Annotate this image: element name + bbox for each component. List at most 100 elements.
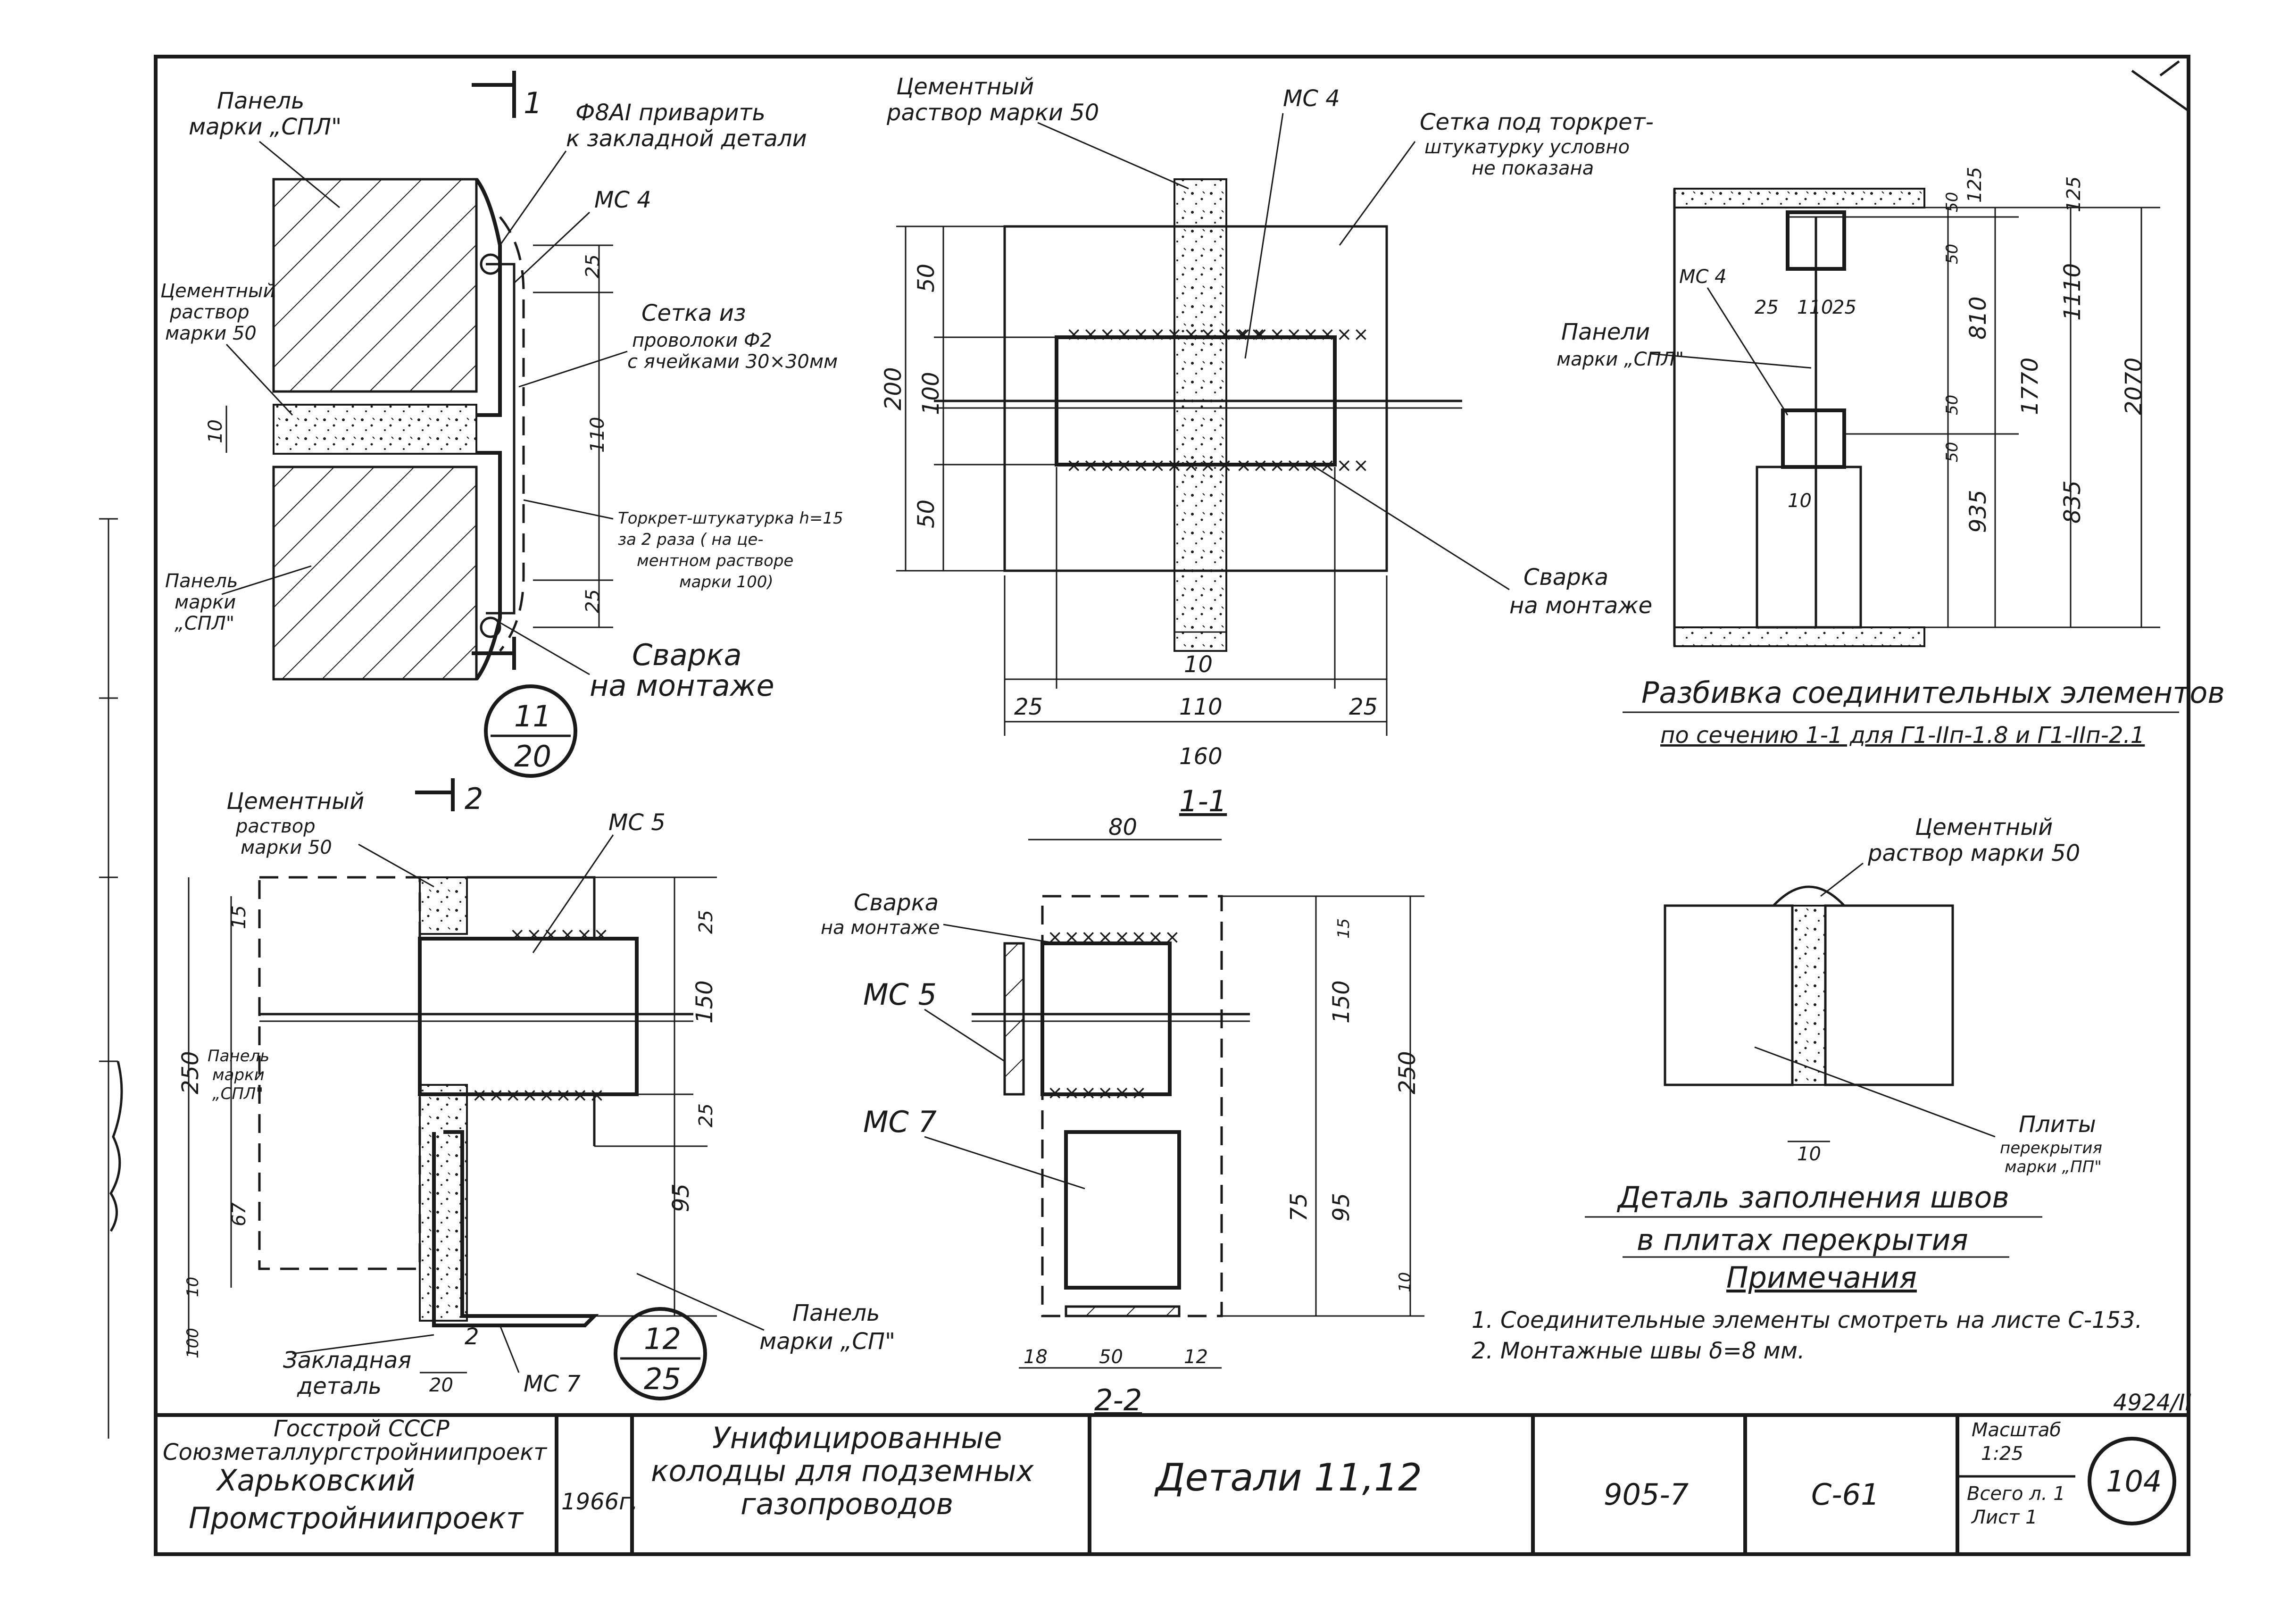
org-2: Союзметаллургстройниипроект bbox=[163, 1439, 548, 1466]
s22-dim-75: 75 bbox=[1286, 1193, 1312, 1222]
d12-dim-20: 20 bbox=[429, 1374, 453, 1396]
label-weld-2: на монтаже bbox=[590, 668, 774, 703]
label-panel-top-2: марки „СПЛ" bbox=[189, 114, 341, 140]
layout-dim-50b: 50 bbox=[1943, 244, 1962, 264]
layout-mc4: МС 4 bbox=[1679, 266, 1727, 288]
badge-11-bottom: 20 bbox=[514, 739, 551, 774]
label-panel-bottom-3: „СПЛ" bbox=[175, 613, 234, 634]
s11-mesh-1: Сетка под торкрет- bbox=[1420, 109, 1654, 135]
badge-11-top: 11 bbox=[514, 699, 551, 733]
d12-dim-67: 67 bbox=[228, 1202, 250, 1226]
d12-dim-250: 250 bbox=[177, 1051, 204, 1094]
label-torkret-2: за 2 раза ( на це- bbox=[618, 530, 764, 549]
layout-mc4-bottom bbox=[1781, 408, 1846, 469]
label-torkret-3: ментном растворе bbox=[637, 551, 793, 570]
label-weld-1: Сварка bbox=[632, 638, 742, 672]
dim-s11-160: 160 bbox=[1179, 743, 1223, 770]
connection-layout: МС 4 Панели марки „СПЛ" 25 110 25 10 50 … bbox=[1557, 167, 2225, 749]
label-mesh-3: с ячейками 30×30мм bbox=[627, 351, 838, 373]
layout-dim-1770: 1770 bbox=[2017, 358, 2043, 415]
joint-cement-1: Цементный bbox=[1915, 814, 2053, 841]
sheet-frame bbox=[154, 55, 2190, 1556]
org-4: Промстройниипроект bbox=[189, 1501, 524, 1535]
section-22-title: 2-2 bbox=[1094, 1383, 1142, 1417]
s11-cement-1: Цементный bbox=[896, 74, 1034, 100]
sheet-code: С-61 bbox=[1811, 1477, 1880, 1512]
d12-panel-left-2: марки bbox=[212, 1066, 265, 1084]
label-mesh-1: Сетка из bbox=[641, 300, 746, 326]
weld-marks-bottom-left: ×××××××××× bbox=[1066, 455, 1233, 476]
margin-marks bbox=[99, 518, 123, 1439]
layout-dim-110: 110 bbox=[1797, 297, 1833, 318]
d12-mc5 bbox=[418, 937, 639, 1096]
notes-title: Примечания bbox=[1726, 1260, 1917, 1295]
joint-caption-1: Деталь заполнения швов bbox=[1616, 1180, 2009, 1215]
dim-s11-25-right: 25 bbox=[1349, 694, 1378, 720]
section-1-1: ×××××××××××× ×××××××× ×××××××××× ×××××××… bbox=[880, 74, 1654, 818]
s22-outline bbox=[1041, 895, 1223, 1317]
joint-slabs-3: марки „ПП" bbox=[2005, 1158, 2102, 1176]
joint-caption-2: в плитах перекрытия bbox=[1637, 1223, 1968, 1257]
layout-mc4-top bbox=[1786, 210, 1846, 271]
d12-dim-95: 95 bbox=[668, 1183, 694, 1212]
weld-marks-top-left: ×××××××××××× bbox=[1066, 324, 1267, 345]
org-3: Харьковский bbox=[216, 1463, 415, 1498]
d12-panel-left-3: „СПЛ" bbox=[212, 1084, 263, 1103]
label-cement-1: Цементный bbox=[160, 280, 275, 302]
layout-dim-10: 10 bbox=[1788, 490, 1812, 512]
project-3: газопроводов bbox=[741, 1487, 953, 1521]
dim-110: 110 bbox=[587, 417, 608, 453]
d12-panel-left-1: Панель bbox=[208, 1047, 269, 1066]
s11-mesh-3: не показана bbox=[1472, 158, 1594, 179]
d12-embed-2: деталь bbox=[297, 1373, 382, 1399]
badge-12-bottom: 25 bbox=[644, 1362, 681, 1396]
layout-dim-50d: 50 bbox=[1943, 442, 1962, 462]
layout-dim-125b: 125 bbox=[2063, 176, 2085, 212]
d12-mc7: МС 7 bbox=[524, 1371, 581, 1397]
d12-section-mark: 2 bbox=[465, 782, 483, 816]
joint-cement-2: раствор марки 50 bbox=[1867, 840, 2080, 866]
joint-cap bbox=[1773, 885, 1845, 907]
d12-cement-2: раствор bbox=[235, 816, 316, 837]
dim-s11-100: 100 bbox=[918, 372, 944, 415]
joint-detail: 10 Цементный раствор марки 50 Плиты пере… bbox=[1585, 814, 2102, 1258]
label-mesh-2: проволоки Ф2 bbox=[632, 330, 772, 351]
section-11-title: 1-1 bbox=[1179, 784, 1227, 818]
dim-25-bottom: 25 bbox=[582, 589, 604, 613]
s22-dim-80: 80 bbox=[1108, 814, 1137, 841]
margin-signature bbox=[109, 1061, 123, 1232]
sheet-index: Лист 1 bbox=[1971, 1507, 2038, 1528]
sheet-number: 104 bbox=[2106, 1464, 2162, 1499]
weld-marks-top-right: ×××××××× bbox=[1236, 324, 1370, 345]
label-torkret-4: марки 100) bbox=[679, 573, 774, 591]
s22-dim-50: 50 bbox=[1099, 1346, 1123, 1368]
layout-dim-25a: 25 bbox=[1755, 297, 1779, 318]
d12-weld-bottom: ×××××××× bbox=[472, 1084, 606, 1106]
s22-mc7 bbox=[1064, 1130, 1181, 1290]
joint-mortar bbox=[1791, 905, 1826, 1086]
d12-panel-right-2: марки „СП" bbox=[759, 1328, 895, 1355]
archive-number: 4924/II bbox=[2113, 1390, 2192, 1416]
layout-dim-25b: 25 bbox=[1832, 297, 1856, 318]
d12-mc5: МС 5 bbox=[608, 809, 666, 836]
d12-dim-2: 2 bbox=[465, 1324, 479, 1350]
dim-s11-10: 10 bbox=[1184, 651, 1213, 678]
dim-s11-110: 110 bbox=[1179, 694, 1223, 720]
joint-slabs-1: Плиты bbox=[2019, 1111, 2096, 1138]
dim-s11-200: 200 bbox=[880, 367, 907, 410]
layout-dim-2070: 2070 bbox=[2121, 358, 2147, 415]
detail-11-badge bbox=[484, 684, 577, 778]
layout-panels-1: Панели bbox=[1561, 319, 1650, 345]
label-rod-1: Ф8АI приварить bbox=[575, 100, 766, 126]
s22-dim-150: 150 bbox=[1328, 980, 1355, 1024]
sheet-number-circle bbox=[2088, 1437, 2176, 1525]
panel-lower-hatch bbox=[272, 466, 478, 681]
detail-12-badge bbox=[614, 1307, 707, 1400]
d12-embed-1: Закладная bbox=[283, 1347, 411, 1374]
layout-dim-50c: 50 bbox=[1943, 395, 1962, 415]
s11-cement-2: раствор марки 50 bbox=[886, 100, 1099, 126]
d12-panel-right-1: Панель bbox=[792, 1300, 880, 1326]
weld-marks-bottom-right: ×××××××× bbox=[1236, 455, 1370, 476]
s22-mc5 bbox=[1040, 941, 1172, 1096]
